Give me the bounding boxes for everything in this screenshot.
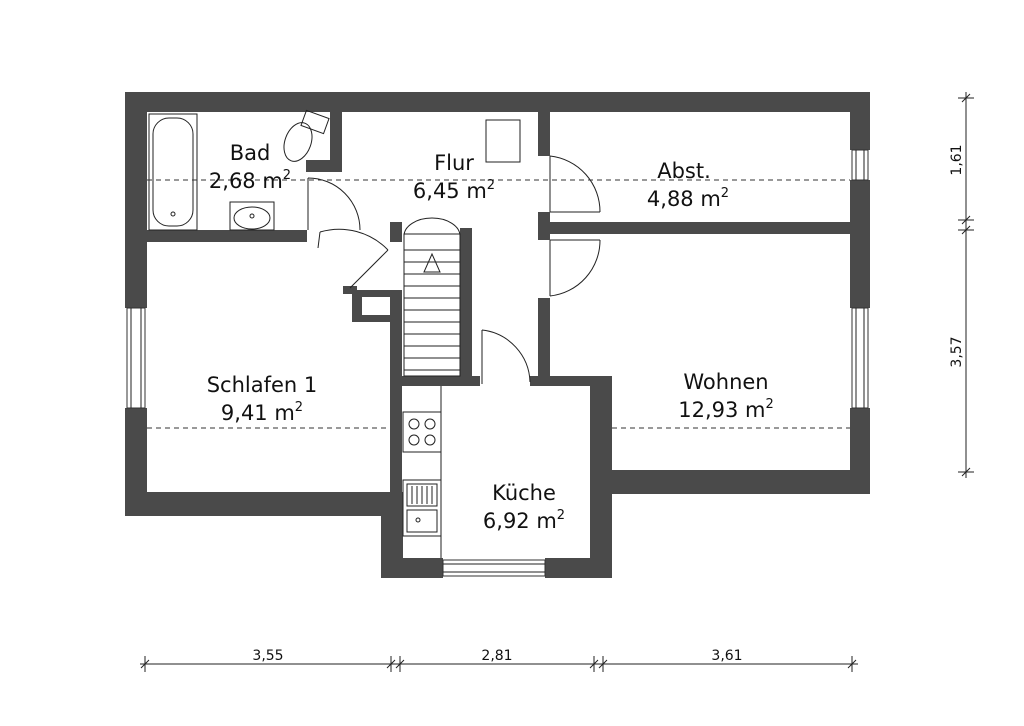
room-name: Schlafen 1 xyxy=(207,373,318,397)
stove xyxy=(402,411,442,453)
outer-walls xyxy=(125,92,870,578)
room-abst: Abst. 4,88 m2 xyxy=(647,159,729,211)
dimension-label: 1,61 xyxy=(949,144,965,175)
room-name: Wohnen xyxy=(683,370,768,394)
dimension-vertical: 1,61 3,57 xyxy=(949,92,974,478)
room-area: 2,68 m2 xyxy=(209,168,291,193)
room-schlafen: Schlafen 1 9,41 m2 xyxy=(207,373,318,425)
dimension-label: 3,57 xyxy=(949,336,965,367)
room-area: 4,88 m2 xyxy=(647,186,729,211)
windows xyxy=(126,149,869,577)
room-kueche: Küche 6,92 m2 xyxy=(483,481,565,533)
room-flur: Flur 6,45 m2 xyxy=(413,151,495,203)
room-name: Flur xyxy=(434,151,474,175)
inner-walls xyxy=(147,112,850,492)
washbasin xyxy=(229,201,275,231)
dimension-label: 3,61 xyxy=(711,648,742,664)
roof-slope-lines xyxy=(147,179,850,429)
room-area: 6,45 m2 xyxy=(413,178,495,203)
dimension-label: 2,81 xyxy=(481,648,512,664)
dimension-horizontal: 3,55 2,81 3,61 xyxy=(140,648,858,672)
doors xyxy=(307,155,601,384)
kitchen-sink xyxy=(402,479,442,537)
chimney-shaft xyxy=(485,119,521,163)
room-wohnen: Wohnen 12,93 m2 xyxy=(678,370,774,422)
staircase xyxy=(403,217,461,377)
bathtub xyxy=(148,113,198,231)
toilet xyxy=(283,109,330,162)
room-bad: Bad 2,68 m2 xyxy=(209,141,291,193)
room-name: Bad xyxy=(230,141,271,165)
dimension-label: 3,55 xyxy=(252,648,283,664)
room-area: 6,92 m2 xyxy=(483,508,565,533)
room-name: Abst. xyxy=(657,159,711,183)
room-area: 9,41 m2 xyxy=(221,400,303,425)
room-area: 12,93 m2 xyxy=(678,397,774,422)
room-name: Küche xyxy=(492,481,556,505)
